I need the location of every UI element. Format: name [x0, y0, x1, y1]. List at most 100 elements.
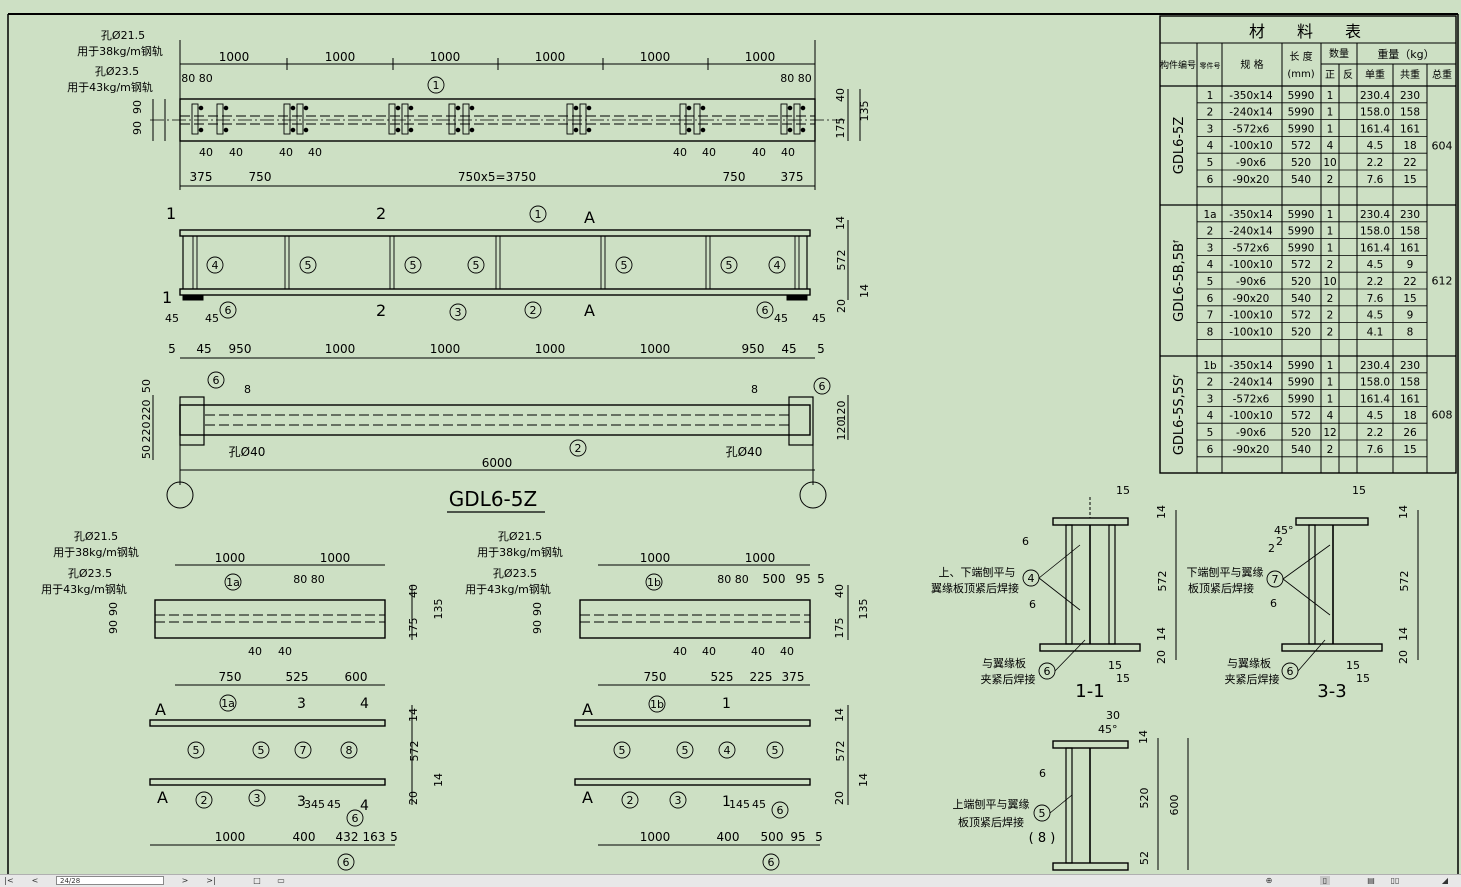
single-page-icon[interactable]: ▯: [1320, 876, 1330, 885]
callout-part-6: [207, 371, 225, 389]
cell-unit-weight: 230.4: [1360, 90, 1390, 102]
bolt-hole: [408, 105, 414, 111]
resize-grip-icon[interactable]: ◢: [1441, 876, 1449, 885]
cell-length: 520: [1291, 157, 1311, 169]
ss-dim-8080: 80 80: [717, 573, 749, 586]
callout-part-5-label: 5: [619, 744, 626, 757]
cell-part-no: 1a: [1203, 209, 1216, 221]
callout-part-4-label: 4: [724, 744, 731, 757]
cell-total-weight: 15: [1403, 444, 1416, 456]
stiffener-plan: [283, 103, 291, 135]
callout-part-5-label: 5: [621, 259, 628, 272]
cell-total-weight: 15: [1403, 174, 1416, 186]
sb-sec-4b: 4: [360, 798, 369, 814]
hdr-length-unit: (mm): [1287, 69, 1314, 80]
first-page-icon[interactable]: |<: [4, 876, 14, 885]
cell-total-weight: 161: [1400, 393, 1420, 405]
leader-line: [1038, 577, 1081, 611]
last-page-icon[interactable]: >|: [206, 876, 216, 885]
bolt-hole: [395, 127, 401, 133]
prev-page-icon[interactable]: <: [31, 876, 39, 885]
sub-elevation-b: [149, 564, 413, 846]
callout-part-6: [762, 853, 780, 871]
sec8-w6: 6: [1039, 767, 1046, 780]
ss-note-hole-215: 孔Ø21.5: [498, 530, 542, 543]
note-rail-43: 用于43kg/m钢轨: [67, 80, 153, 94]
dim-1000-e4: 1000: [640, 342, 671, 356]
cell-unit-weight: 7.6: [1367, 444, 1384, 456]
sec8-note-d2: 板顶紧后焊接: [958, 815, 1024, 829]
cell-unit-weight: 161.4: [1360, 123, 1390, 135]
stiffener: [794, 235, 800, 290]
dim-40-d: 40: [308, 146, 322, 159]
stiffener-plan: [566, 103, 574, 135]
dim-40-f: 40: [702, 146, 716, 159]
hdr-qty-back: 反: [1343, 69, 1353, 81]
stiffener-plan: [388, 103, 396, 135]
leader-line: [1038, 544, 1081, 579]
cell-part-no: 2: [1207, 107, 1214, 119]
callout-sec33-part-7-label: 7: [1272, 573, 1279, 586]
sec11-w6: 6: [1022, 535, 1029, 548]
bolt-hole: [395, 105, 401, 111]
ss-dim-45: 45: [752, 798, 766, 811]
sec11-note-b2: 夹紧后焊接: [981, 672, 1036, 686]
callout-part-4: [718, 741, 736, 759]
callout-part-6-label: 6: [213, 374, 220, 387]
sb-dim-14b: 14: [432, 773, 445, 787]
callout-part-2-label: 2: [530, 304, 537, 317]
callout-sec8-part-5-label: 5: [1039, 807, 1046, 820]
document-icon[interactable]: ▤: [1367, 876, 1375, 885]
cell-grand-total: 604: [1432, 140, 1453, 153]
sb-dim-175: 175: [407, 618, 420, 639]
hdr-grand-total: 总重: [1432, 68, 1452, 81]
cell-qty: 1: [1327, 226, 1334, 238]
dimension-texts: 孔Ø21.5 用于38kg/m钢轨 孔Ø23.5 用于43kg/m钢轨 1000…: [41, 29, 1411, 865]
cell-qty: 2: [1327, 310, 1334, 322]
dim-top-4: 1000: [535, 50, 566, 64]
sec33-2a: 2: [1276, 535, 1283, 548]
sb-dim-345: 345: [304, 798, 325, 811]
fit-page-icon[interactable]: □: [253, 876, 261, 885]
hdr-spec: 规 格: [1240, 58, 1263, 71]
cell-part-no: 5: [1207, 157, 1214, 169]
callout-part-6: [771, 801, 789, 819]
cell-unit-weight: 4.5: [1367, 310, 1384, 322]
hdr-length: 长 度: [1289, 50, 1312, 63]
dim-175-right: 175: [834, 118, 847, 139]
cell-qty: 1: [1327, 107, 1334, 119]
dim-950-r: 950: [742, 342, 765, 356]
cell-member-name: GDL6-5Z: [1172, 117, 1187, 175]
next-page-icon[interactable]: >: [181, 876, 189, 885]
cell-unit-weight: 7.6: [1367, 293, 1384, 305]
zoom-icon[interactable]: ⊕: [1265, 876, 1273, 885]
bolt-hole: [408, 127, 414, 133]
fit-width-icon[interactable]: ▭: [277, 876, 285, 885]
cell-qty: 1: [1327, 242, 1334, 254]
cell-qty: 4: [1327, 410, 1334, 422]
dim-50-l2: 50: [140, 445, 153, 459]
sb-dim-1000-b: 1000: [320, 551, 351, 565]
cell-total-weight: 8: [1407, 326, 1414, 338]
cell-qty: 1: [1327, 123, 1334, 135]
cell-unit-weight: 161.4: [1360, 242, 1390, 254]
cell-total-weight: 22: [1403, 276, 1416, 288]
cell-grand-total: 608: [1432, 409, 1453, 422]
ss-dim-40d: 40: [780, 645, 794, 658]
double-page-icon[interactable]: ▯▯: [1390, 876, 1400, 885]
cell-length: 5990: [1288, 360, 1315, 372]
dim-40-a: 40: [199, 146, 213, 159]
cell-spec: -350x14: [1229, 209, 1273, 221]
cell-length: 520: [1291, 427, 1311, 439]
dim-45-l2: 45: [205, 312, 219, 325]
stiffener-plan: [793, 103, 801, 135]
bolt-hole: [455, 127, 461, 133]
callout-part-4: [768, 256, 786, 274]
hole-40-r: 孔Ø40: [726, 445, 763, 459]
page-number-input[interactable]: 24/28: [56, 876, 164, 885]
dim-90-left-b: 90: [131, 121, 144, 135]
ss-dim-375: 375: [782, 670, 805, 684]
sb-dim-600: 600: [345, 670, 368, 684]
stiffener-plan: [401, 103, 409, 135]
cell-spec: -90x20: [1233, 293, 1270, 305]
